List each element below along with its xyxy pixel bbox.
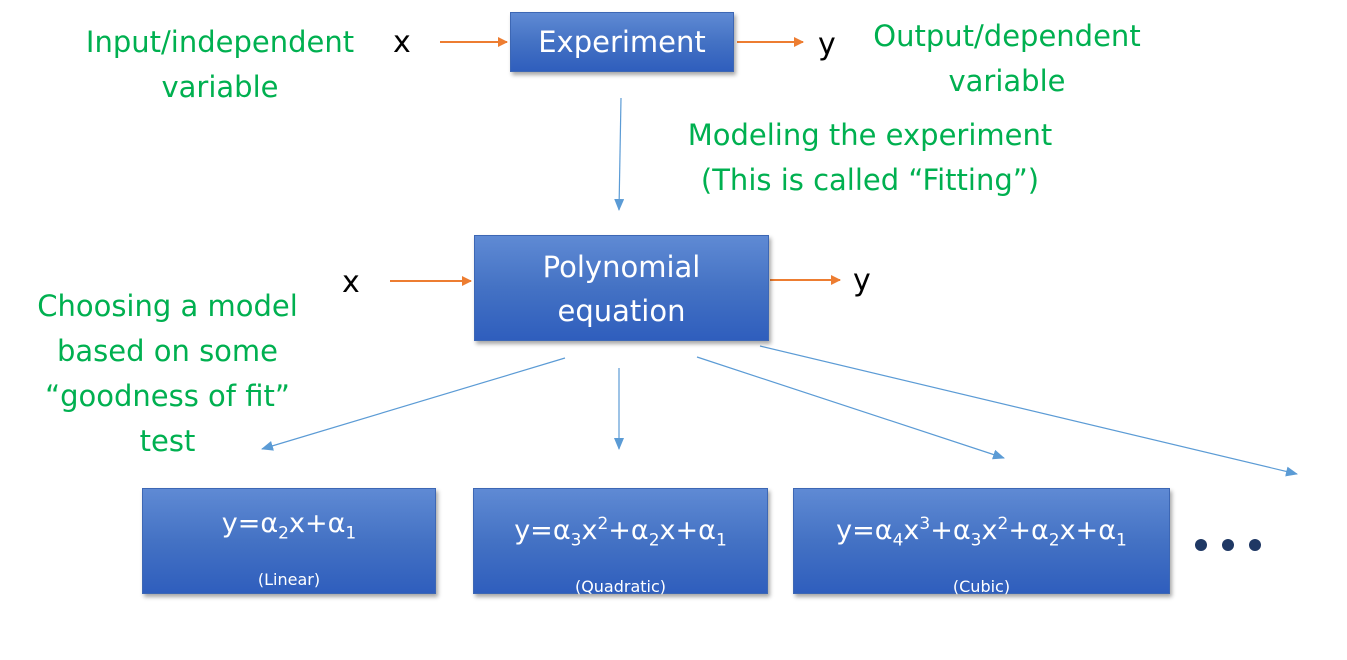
ellipsis-dot — [1249, 539, 1261, 551]
cubic-model-box: y=α4x3+α3x2+α2x+α1 (Cubic) — [793, 488, 1170, 597]
polynomial-label-line1: Polynomial — [542, 250, 701, 284]
linear-model-box: y=α2x+α1 (Linear) — [142, 488, 436, 594]
y-variable-top: y — [818, 27, 836, 62]
polynomial-equation-box: Polynomial equation — [474, 235, 769, 341]
linear-model-name: (Linear) — [257, 570, 321, 590]
ellipsis-dot — [1195, 539, 1207, 551]
input-label-line1: Input/independent — [85, 25, 355, 59]
choosing-label-line1: Choosing a model — [37, 289, 298, 323]
quadratic-equation: y=α3x2+α2x+α1 — [514, 514, 727, 551]
choosing-label-line2: based on some — [56, 334, 279, 368]
choosing-label-line4: test — [139, 424, 196, 458]
modeling-label-line2: (This is called “Fitting”) — [700, 163, 1040, 197]
ellipsis-dot — [1222, 539, 1234, 551]
quadratic-model-box: y=α3x2+α2x+α1 (Quadratic) — [473, 488, 768, 597]
output-label-line1: Output/dependent — [873, 19, 1141, 53]
cubic-model-name: (Cubic) — [952, 577, 1011, 597]
arrow-experiment-to-polynomial — [614, 97, 625, 211]
arrow-to-more — [759, 345, 1298, 477]
output-variable-label: Output/dependent variable — [850, 14, 1164, 104]
choosing-model-label: Choosing a model based on some “goodness… — [15, 284, 320, 464]
arrow-to-cubic — [696, 356, 1005, 460]
modeling-label: Modeling the experiment (This is called … — [650, 113, 1090, 203]
choosing-label-line3: “goodness of fit” — [45, 379, 290, 413]
quadratic-model-name: (Quadratic) — [574, 577, 667, 597]
input-label-line2: variable — [161, 70, 279, 104]
output-label-line2: variable — [948, 64, 1066, 98]
input-variable-label: Input/independent variable — [60, 20, 380, 110]
arrow-to-linear — [261, 357, 566, 451]
linear-equation: y=α2x+α1 — [221, 508, 357, 544]
cubic-equation: y=α4x3+α3x2+α2x+α1 — [836, 514, 1127, 551]
experiment-label: Experiment — [538, 25, 706, 59]
polynomial-label-line2: equation — [557, 294, 686, 328]
x-variable-top: x — [393, 25, 411, 60]
modeling-label-line1: Modeling the experiment — [687, 118, 1053, 152]
experiment-box: Experiment — [510, 12, 734, 72]
x-variable-middle: x — [342, 265, 360, 300]
y-variable-middle: y — [853, 263, 871, 298]
